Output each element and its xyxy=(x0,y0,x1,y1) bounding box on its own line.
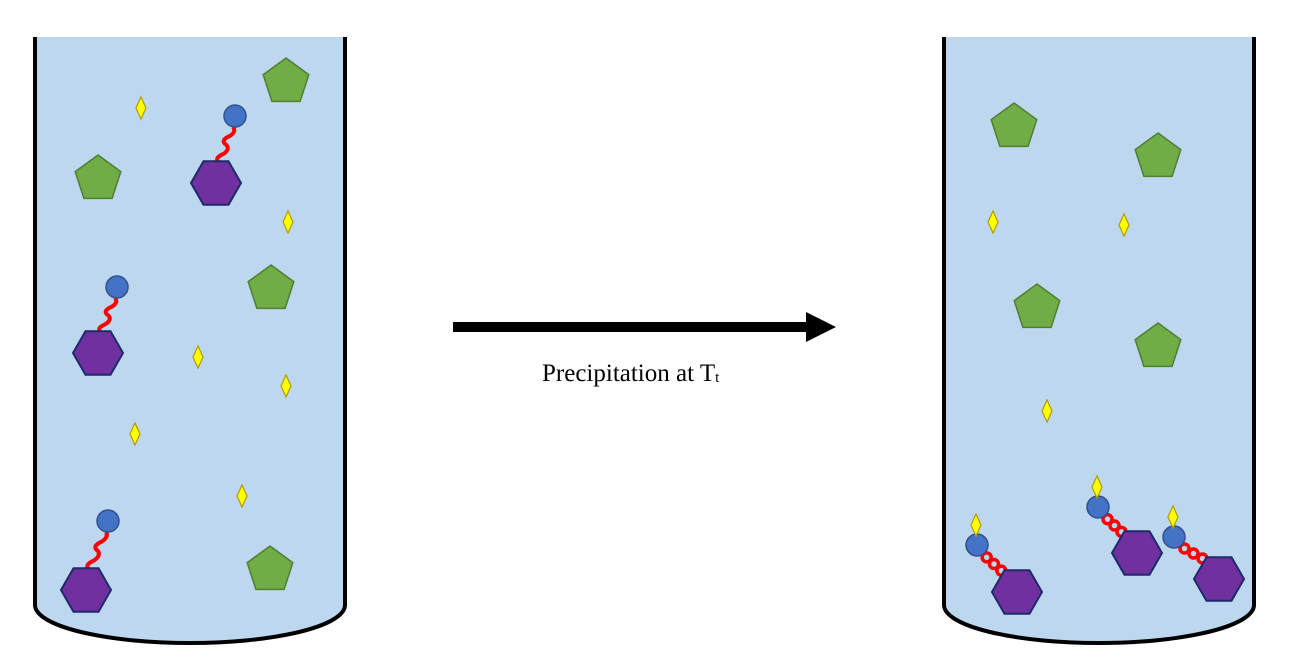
blue-bead xyxy=(965,533,989,557)
blue-bead xyxy=(105,275,129,299)
yellow-diamond xyxy=(280,373,292,399)
extended-polymer-linker xyxy=(97,296,119,335)
green-pentagon xyxy=(990,102,1038,148)
precipitated-complex xyxy=(965,512,1044,615)
yellow-diamond xyxy=(1167,504,1179,530)
green-pentagon xyxy=(1134,132,1182,178)
collapsed-polymer-coil xyxy=(1101,512,1114,526)
arrow-shaft xyxy=(453,322,808,332)
purple-hexagon xyxy=(59,567,113,613)
purple-hexagon xyxy=(71,330,125,376)
collapsed-polymer-coil xyxy=(1187,547,1200,560)
process-arrow xyxy=(453,312,836,342)
free-conjugate xyxy=(189,104,247,206)
left-cylinder-before xyxy=(33,37,347,645)
free-conjugate xyxy=(59,509,120,613)
extended-polymer-linker xyxy=(85,530,109,572)
precipitated-complex xyxy=(1162,504,1246,602)
arrow-head xyxy=(806,312,836,342)
green-pentagon xyxy=(74,154,122,200)
yellow-diamond xyxy=(236,483,248,509)
yellow-diamond xyxy=(987,209,999,235)
precipitated-complex xyxy=(1086,474,1164,576)
yellow-diamond xyxy=(135,95,147,121)
yellow-diamond xyxy=(129,421,141,447)
label-text: Precipitation at T xyxy=(542,360,716,387)
blue-bead xyxy=(223,104,247,128)
free-conjugate xyxy=(71,275,129,376)
green-pentagon xyxy=(1013,283,1061,329)
yellow-diamond xyxy=(282,209,294,235)
collapsed-polymer-coil xyxy=(1108,519,1121,532)
right-cylinder-after xyxy=(942,37,1256,645)
yellow-diamond xyxy=(1091,474,1103,500)
purple-hexagon xyxy=(1192,556,1246,602)
purple-hexagon xyxy=(990,569,1044,615)
label-subscript: t xyxy=(715,370,720,386)
yellow-diamond xyxy=(192,344,204,370)
collapsed-polymer-coil xyxy=(980,551,993,564)
cylinder-outline xyxy=(942,37,1256,645)
collapsed-polymer-coil xyxy=(1178,542,1191,555)
extended-polymer-linker xyxy=(215,125,237,165)
green-pentagon xyxy=(247,264,295,310)
blue-bead xyxy=(1086,495,1110,519)
yellow-diamond xyxy=(970,512,982,538)
purple-hexagon xyxy=(1110,530,1164,576)
green-pentagon xyxy=(262,57,310,103)
yellow-diamond xyxy=(1118,212,1130,238)
green-pentagon xyxy=(246,545,294,591)
blue-bead xyxy=(96,509,120,533)
green-pentagon xyxy=(1134,322,1182,368)
blue-bead xyxy=(1162,525,1186,549)
purple-hexagon xyxy=(189,160,243,206)
process-label: Precipitation at Tt xyxy=(542,360,719,388)
yellow-diamond xyxy=(1041,398,1053,424)
collapsed-polymer-coil xyxy=(987,557,1001,571)
